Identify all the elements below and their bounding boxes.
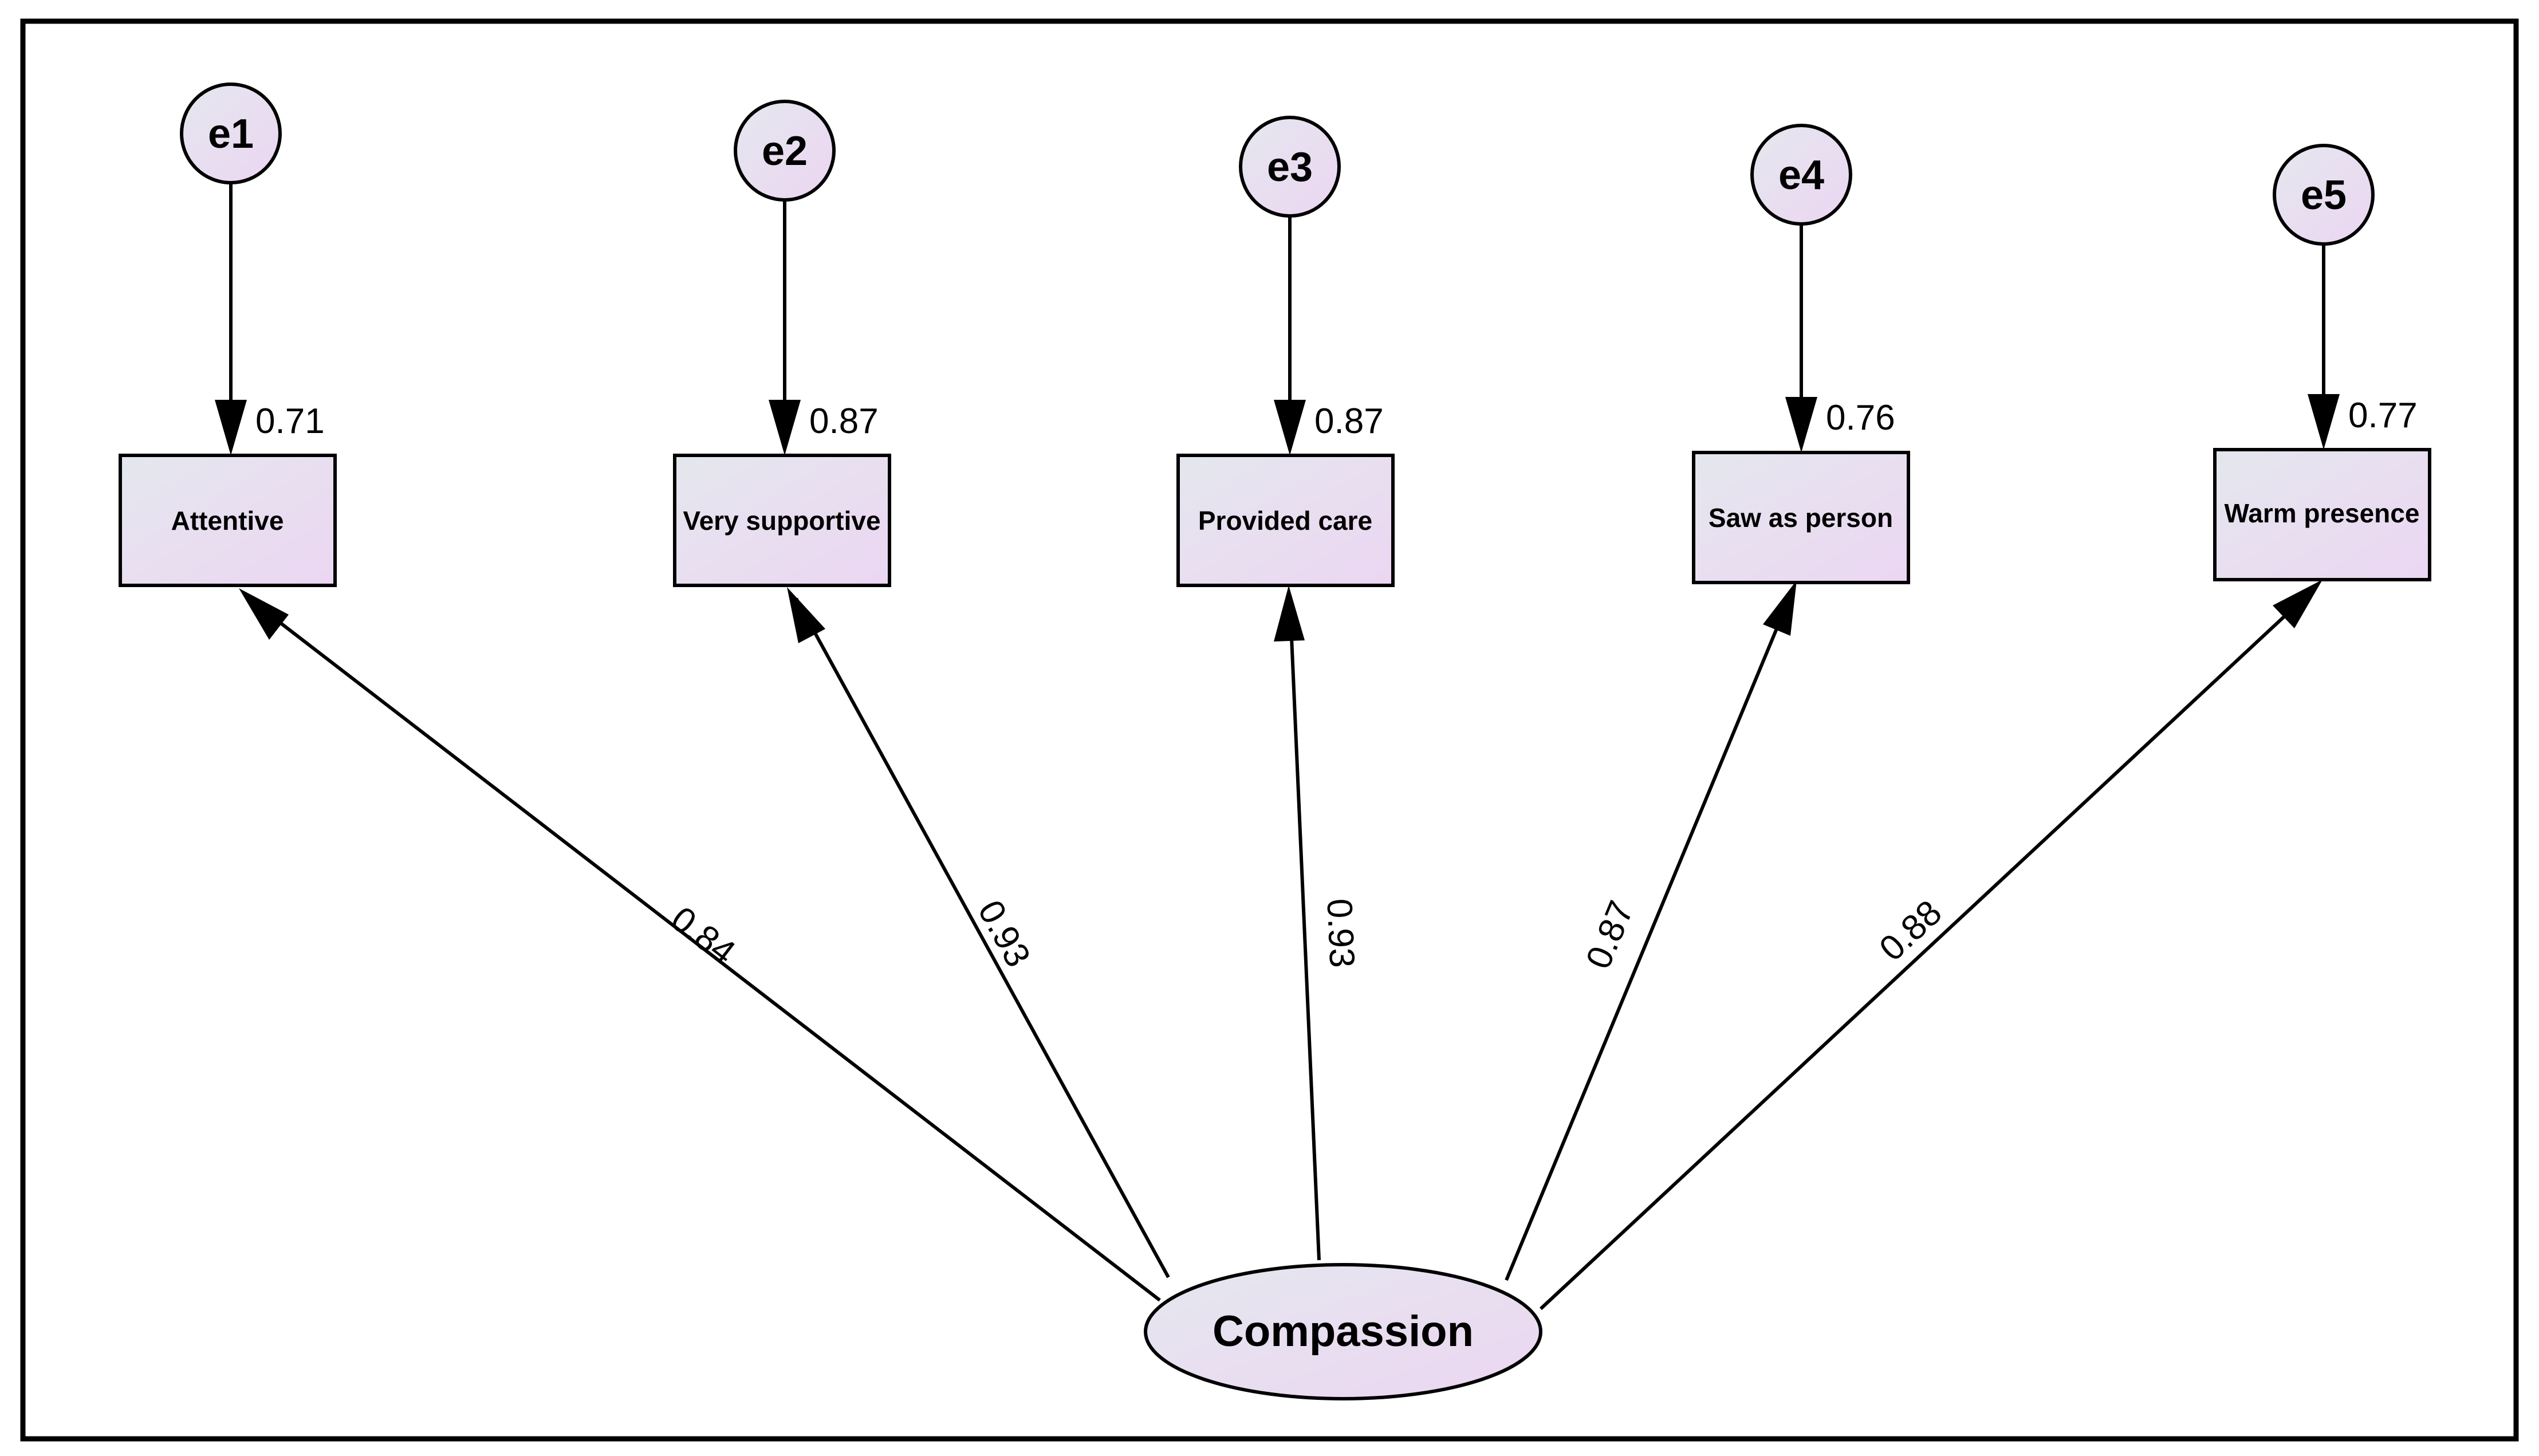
arrowhead-e2 — [769, 400, 801, 455]
error-label: e1 — [208, 111, 254, 157]
error-value: 0.76 — [1826, 398, 1895, 438]
error-node-e1 — [180, 82, 282, 184]
arrowhead-saw-as-person — [1763, 580, 1797, 636]
latent-ellipse — [1144, 1263, 1542, 1400]
indicator-label: Saw as person — [1709, 503, 1893, 533]
loading-path-attentive — [249, 598, 1161, 1302]
loading-path-provided-care — [1288, 598, 1321, 1261]
diagram-frame — [20, 18, 2519, 1442]
error-label: e3 — [1267, 144, 1313, 190]
error-value: 0.71 — [255, 402, 325, 441]
loading-value-provided-care: 0.93 — [1319, 898, 1361, 969]
indicator-very-supportive: Very supportive — [673, 454, 891, 587]
error-group-e5: e5 0.77 — [2273, 144, 2418, 450]
indicator-box — [2213, 448, 2431, 581]
indicator-box — [119, 454, 337, 587]
indicator-provided-care: Provided care — [1176, 454, 1395, 587]
indicator-label: Attentive — [171, 506, 284, 536]
error-group-e1: e1 0.71 — [180, 82, 325, 455]
indicator-label: Warm presence — [2225, 498, 2420, 528]
loading-paths — [239, 580, 2323, 1311]
latent-label: Compassion — [1213, 1307, 1474, 1356]
arrowhead-provided-care — [1274, 585, 1305, 642]
indicator-label: Provided care — [1198, 506, 1372, 536]
arrowhead-warm-presence — [2273, 580, 2323, 628]
error-group-e2: e2 0.87 — [734, 100, 879, 455]
error-value: 0.87 — [809, 402, 879, 441]
arrowhead-attentive — [239, 588, 289, 640]
error-node-e5 — [2273, 144, 2375, 246]
loading-path-very-supportive — [794, 597, 1170, 1278]
arrowhead-e3 — [1274, 400, 1306, 455]
indicator-warm-presence: Warm presence — [2213, 448, 2431, 581]
arrowhead-e5 — [2308, 394, 2340, 450]
indicator-box — [1176, 454, 1395, 587]
error-label: e4 — [1778, 152, 1824, 198]
error-group-e4: e4 0.76 — [1750, 124, 1895, 452]
indicator-saw-as-person: Saw as person — [1692, 451, 1910, 584]
indicator-attentive: Attentive — [119, 454, 337, 587]
error-node-e4 — [1750, 124, 1852, 226]
arrowhead-e4 — [1785, 397, 1817, 452]
error-node-e2 — [734, 100, 836, 202]
arrowhead-e1 — [215, 400, 247, 455]
loading-path-saw-as-person — [1505, 592, 1793, 1281]
arrowhead-very-supportive — [787, 587, 825, 643]
loading-path-warm-presence — [1539, 588, 2314, 1311]
error-value: 0.77 — [2348, 396, 2418, 435]
error-value: 0.87 — [1314, 402, 1384, 441]
error-label: e2 — [762, 128, 808, 174]
error-node-e3 — [1239, 116, 1341, 218]
latent-compassion: Compassion — [1144, 1263, 1542, 1400]
error-group-e3: e3 0.87 — [1239, 116, 1384, 455]
indicator-box — [1692, 451, 1910, 584]
error-label: e5 — [2301, 172, 2347, 218]
indicator-label: Very supportive — [683, 506, 880, 536]
indicator-box — [673, 454, 891, 587]
